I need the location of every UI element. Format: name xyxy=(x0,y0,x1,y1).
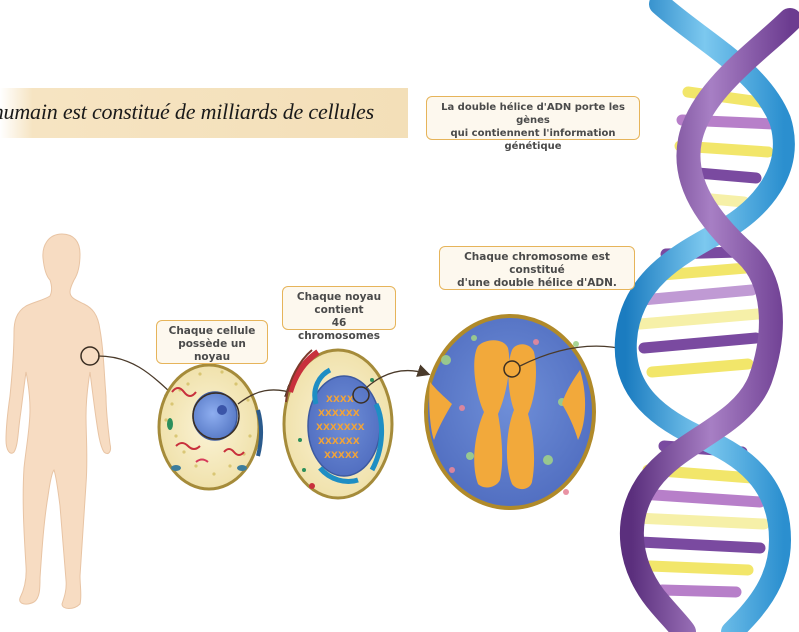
svg-text:XXXXXXX: XXXXXXX xyxy=(316,423,365,433)
cell-label-line-2: possède un noyau xyxy=(178,338,246,363)
nucleus-zoom-marker xyxy=(192,392,240,440)
chromosome-label-line-1: Chaque chromosome est constitué xyxy=(464,251,610,276)
svg-text:XXXXXX: XXXXXX xyxy=(318,437,360,447)
cell-label: Chaque cellule possède un noyau xyxy=(156,320,268,364)
svg-text:XXXX: XXXX xyxy=(326,395,354,405)
nucleus-label-line-2: 46 chromosomes xyxy=(297,317,381,342)
helix-zoom-marker xyxy=(503,360,521,378)
svg-text:XXXXXX: XXXXXX xyxy=(318,409,360,419)
svg-text:XXXXX: XXXXX xyxy=(324,451,359,461)
human-silhouette xyxy=(5,233,111,609)
chromosome-illustration xyxy=(424,314,596,510)
dna-label-line-1: La double hélice d'ADN porte les gènes xyxy=(441,102,625,126)
chromosome-label-line-2: d'une double hélice d'ADN. xyxy=(457,277,617,289)
nucleus-illustration: XXXX XXXXXX XXXXXXX XXXXXX XXXXX xyxy=(282,348,394,500)
cell-label-line-1: Chaque cellule xyxy=(168,325,256,337)
dna-label: La double hélice d'ADN porte les gènes q… xyxy=(426,96,640,152)
dna-double-helix xyxy=(614,0,799,632)
dna-label-line-2: qui contiennent l'information génétique xyxy=(450,128,616,152)
main-title-banner: s humain est constitué de milliards de c… xyxy=(0,88,408,138)
nucleus-label-line-1: Chaque noyau contient xyxy=(296,291,382,316)
nucleus-label: Chaque noyau contient 46 chromosomes xyxy=(282,286,396,342)
main-title: s humain est constitué de milliards de c… xyxy=(0,99,374,124)
chromosome-zoom-marker xyxy=(352,386,370,404)
arrow-nucleus-to-chromosome xyxy=(365,364,431,389)
chromosome-label: Chaque chromosome est constitué d'une do… xyxy=(439,246,635,290)
cell-illustration xyxy=(157,363,263,491)
